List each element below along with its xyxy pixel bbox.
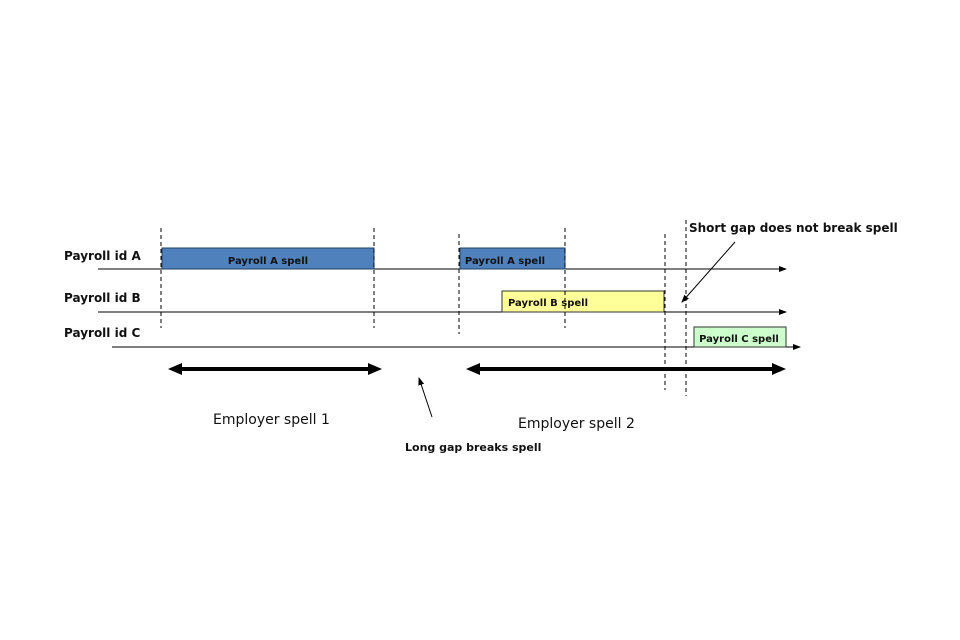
row-label-a: Payroll id A — [64, 249, 141, 263]
spell-bar-a2: Payroll A spell — [459, 247, 566, 270]
row-label-c: Payroll id C — [64, 326, 140, 340]
spell-label: Payroll A spell — [465, 256, 545, 267]
long-gap-label: Long gap breaks spell — [405, 441, 541, 454]
spell-bar-b: Payroll B spell — [501, 290, 665, 313]
spell-label: Payroll C spell — [699, 334, 779, 345]
employer-spell-1-arrow — [168, 363, 382, 375]
spell-bar-c: Payroll C spell — [693, 326, 787, 348]
long-gap-arrow — [418, 377, 433, 418]
employer-spell-2-label: Employer spell 2 — [518, 416, 635, 432]
row-label-b: Payroll id B — [64, 291, 141, 305]
employer-spell-2-arrow — [466, 363, 786, 375]
short-gap-arrow — [681, 241, 736, 303]
boundary-lines — [160, 220, 687, 396]
spell-label: Payroll A spell — [228, 256, 308, 267]
employer-spell-1-label: Employer spell 1 — [213, 412, 330, 428]
spell-label: Payroll B spell — [508, 298, 588, 309]
spell-bar-a1: Payroll A spell — [161, 247, 375, 270]
short-gap-label: Short gap does not break spell — [689, 221, 898, 235]
